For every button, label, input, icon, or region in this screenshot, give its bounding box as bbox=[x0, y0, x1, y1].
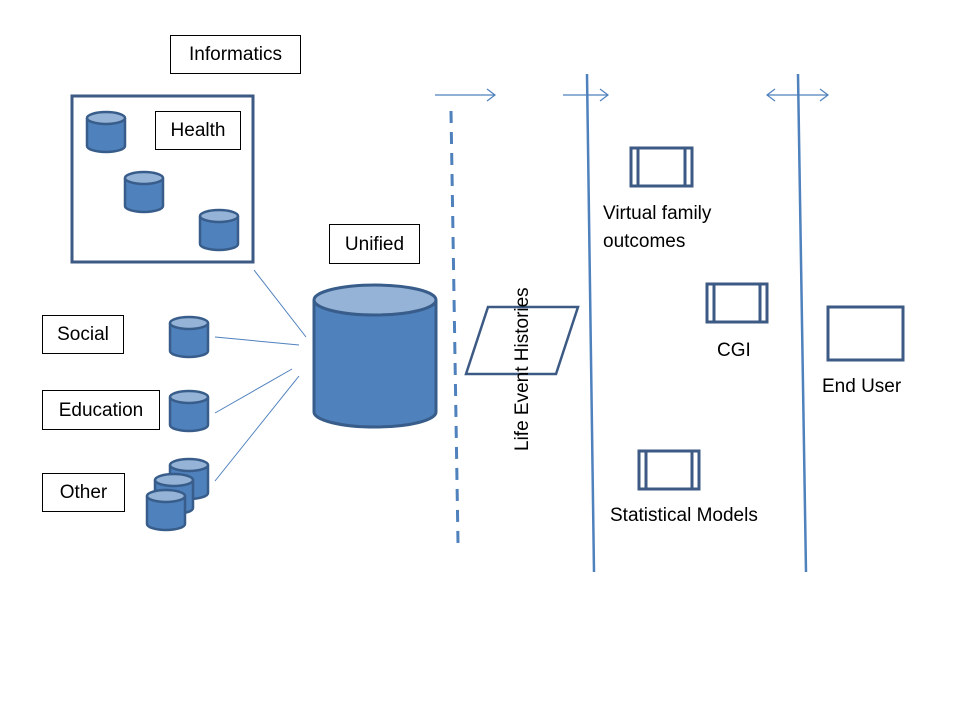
life-event-histories-label: Life Event Histories bbox=[512, 287, 533, 451]
boundary-line-2 bbox=[796, 73, 808, 573]
unified-label: Unified bbox=[329, 224, 420, 264]
dashed-boundary-line bbox=[449, 110, 460, 544]
social-label: Social bbox=[42, 315, 124, 354]
other-label: Other bbox=[42, 473, 125, 512]
statistical-models-label: Statistical Models bbox=[610, 505, 758, 526]
virtual-family-outcomes-label: Virtual family outcomes bbox=[603, 200, 711, 255]
arrow-left-right-icon bbox=[766, 88, 829, 102]
end-user-label: End User bbox=[822, 376, 902, 397]
data-parallelogram-icon bbox=[464, 305, 580, 376]
health-label: Health bbox=[155, 111, 241, 150]
connector-education-unified bbox=[214, 368, 293, 414]
social-database-icon bbox=[168, 315, 210, 359]
connector-other-unified bbox=[214, 375, 300, 482]
arrow-right-icon bbox=[563, 88, 609, 102]
cgi-label: CGI bbox=[717, 340, 751, 361]
education-label: Education bbox=[42, 390, 160, 430]
arrow-right-icon bbox=[435, 88, 496, 102]
virtual-family-outcomes-line1: Virtual family bbox=[603, 203, 712, 224]
informatics-label: Informatics bbox=[170, 35, 301, 74]
health-database-icon-2 bbox=[123, 170, 165, 214]
education-database-icon bbox=[168, 389, 210, 433]
connector-social-unified bbox=[214, 336, 300, 346]
virtual-family-outcomes-process-icon bbox=[629, 146, 694, 188]
unified-database-icon bbox=[312, 283, 438, 429]
statistical-models-process-icon bbox=[637, 449, 701, 491]
virtual-family-outcomes-line2: outcomes bbox=[603, 230, 686, 252]
health-database-icon-1 bbox=[85, 110, 127, 154]
boundary-line-1 bbox=[585, 73, 596, 573]
end-user-rectangle-icon bbox=[826, 305, 905, 362]
cgi-process-icon bbox=[705, 282, 769, 324]
health-database-icon-3 bbox=[198, 208, 240, 252]
connector-health-unified bbox=[253, 269, 307, 338]
health-container bbox=[70, 94, 255, 264]
other-database-icon-front bbox=[145, 488, 187, 532]
